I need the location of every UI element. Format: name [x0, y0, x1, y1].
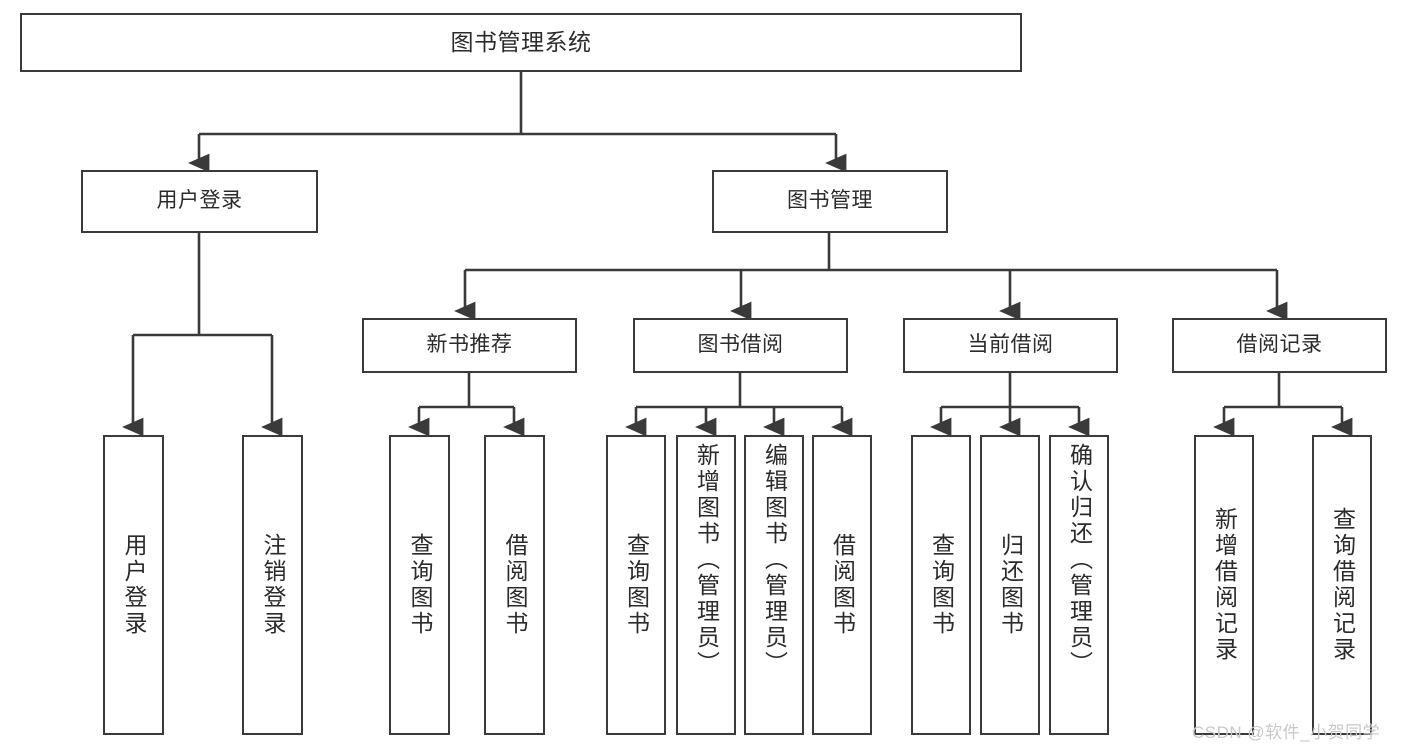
- node-label: 借阅图书: [502, 533, 528, 637]
- node-new-book-recommend[interactable]: 新书推荐: [362, 318, 577, 373]
- leaf-borrow-book-bb[interactable]: 借阅图书: [812, 435, 872, 735]
- node-book-borrow[interactable]: 图书借阅: [633, 318, 848, 373]
- node-label: 编辑图书（管理员）: [761, 443, 788, 677]
- node-label: 查询图书: [407, 533, 433, 637]
- leaf-query-book-bb[interactable]: 查询图书: [606, 435, 666, 735]
- node-label: 借阅图书: [829, 533, 856, 637]
- node-user-login[interactable]: 用户登录: [81, 170, 318, 233]
- node-label: 归还图书: [997, 533, 1024, 637]
- node-label: 图书管理系统: [450, 28, 592, 55]
- node-label: 新书推荐: [426, 333, 513, 357]
- node-borrow-record[interactable]: 借阅记录: [1172, 318, 1387, 373]
- node-label: 用户登录: [121, 533, 147, 637]
- csdn-watermark: CSDN @软件_小贺同学: [1192, 723, 1381, 742]
- leaf-query-borrow-record[interactable]: 查询借阅记录: [1312, 435, 1372, 735]
- node-current-borrow[interactable]: 当前借阅: [903, 318, 1118, 373]
- node-label: 确认归还（管理员）: [1066, 443, 1093, 677]
- leaf-logout[interactable]: 注销登录: [242, 435, 303, 735]
- node-label: 新增借阅记录: [1211, 507, 1238, 663]
- leaf-add-book-admin[interactable]: 新增图书（管理员）: [676, 435, 736, 735]
- node-book-management[interactable]: 图书管理: [712, 170, 948, 233]
- leaf-return-book[interactable]: 归还图书: [980, 435, 1040, 735]
- node-label: 注销登录: [260, 533, 286, 637]
- node-label: 新增图书（管理员）: [693, 443, 720, 677]
- leaf-confirm-return-admin[interactable]: 确认归还（管理员）: [1049, 435, 1109, 735]
- leaf-edit-book-admin[interactable]: 编辑图书（管理员）: [744, 435, 804, 735]
- leaf-user-login[interactable]: 用户登录: [103, 435, 164, 735]
- node-label: 图书借阅: [697, 333, 784, 357]
- node-label: 查询图书: [623, 533, 650, 637]
- node-label: 借阅记录: [1236, 333, 1323, 357]
- node-label: 图书管理: [787, 189, 873, 213]
- node-label: 用户登录: [156, 189, 243, 213]
- node-label: 当前借阅: [967, 333, 1054, 357]
- leaf-borrow-book-nb[interactable]: 借阅图书: [484, 435, 545, 735]
- node-root-system[interactable]: 图书管理系统: [20, 13, 1022, 72]
- leaf-query-book-cb[interactable]: 查询图书: [911, 435, 971, 735]
- leaf-query-book-nb[interactable]: 查询图书: [389, 435, 450, 735]
- leaf-add-borrow-record[interactable]: 新增借阅记录: [1194, 435, 1254, 735]
- node-label: 查询图书: [928, 533, 955, 637]
- node-label: 查询借阅记录: [1329, 507, 1356, 663]
